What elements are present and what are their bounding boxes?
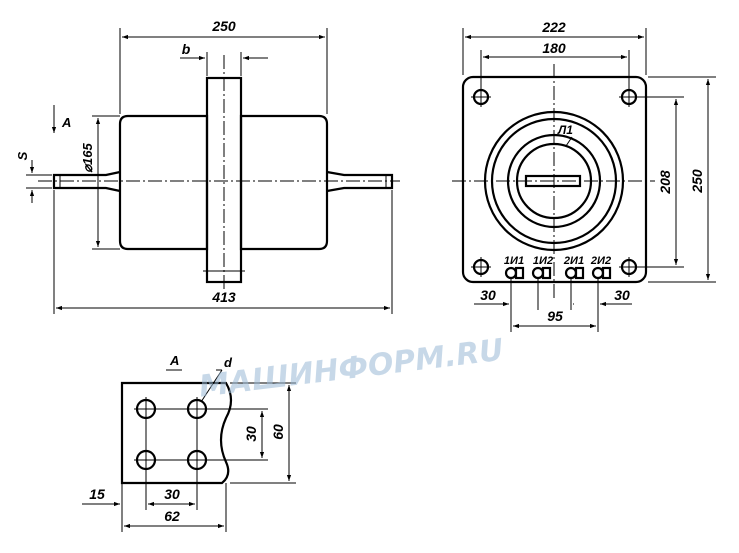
dim-overall-width: 222 (541, 19, 566, 35)
view-a-title: A (169, 353, 179, 368)
terminal-label-3: 2И1 (563, 255, 584, 267)
dim-shaft-s: S (15, 151, 30, 160)
side-view: Л1 1И1 1И2 2И1 2И2 222 180 (452, 19, 716, 332)
dim-hole-spacing-x: 180 (542, 40, 566, 56)
flange (205, 76, 243, 284)
dim-hole-pitch-y: 30 (243, 426, 259, 442)
dim-hole-spacing-y: 208 (657, 170, 673, 195)
view-a-plate (120, 381, 233, 485)
dim-plate-height: 60 (270, 424, 286, 440)
dim-diameter: ⌀165 (80, 142, 95, 172)
dim-terminal-left: 30 (480, 287, 496, 303)
dim-terminal-span: 95 (547, 308, 563, 324)
terminal-label-4: 2И2 (590, 255, 611, 267)
dim-plate-width: 62 (164, 508, 180, 524)
view-a: A d 30 60 15 3 (82, 353, 296, 532)
view-a-hole-label: d (224, 355, 233, 370)
view-a-arrow-label: A (61, 115, 71, 130)
dim-terminal-right: 30 (614, 287, 630, 303)
dim-overall-length: 413 (211, 289, 236, 305)
coil-inner-ring (515, 142, 593, 220)
dim-hole-pitch-x: 30 (164, 486, 180, 502)
body-right (239, 114, 329, 251)
watermark: МАШИНФОРМ.RU (197, 333, 505, 405)
shaft-left (52, 170, 121, 193)
terminal-block: 1И1 1И2 2И1 2И2 (504, 255, 612, 280)
dim-body-length: 250 (211, 18, 236, 34)
terminal-label-1: 1И1 (504, 255, 524, 267)
terminal-label-2: 1И2 (533, 255, 553, 267)
dim-flange-b: b (182, 41, 191, 57)
coil-outer-ring (483, 110, 625, 252)
shaft-key-slot (524, 174, 582, 188)
dim-overall-height: 250 (689, 169, 705, 194)
front-view: 250 b ⌀165 A S 413 (15, 18, 400, 314)
shaft-right (326, 170, 394, 193)
winding-label: Л1 (557, 123, 573, 137)
body-left (118, 114, 209, 251)
dim-edge-offset: 15 (89, 486, 105, 502)
